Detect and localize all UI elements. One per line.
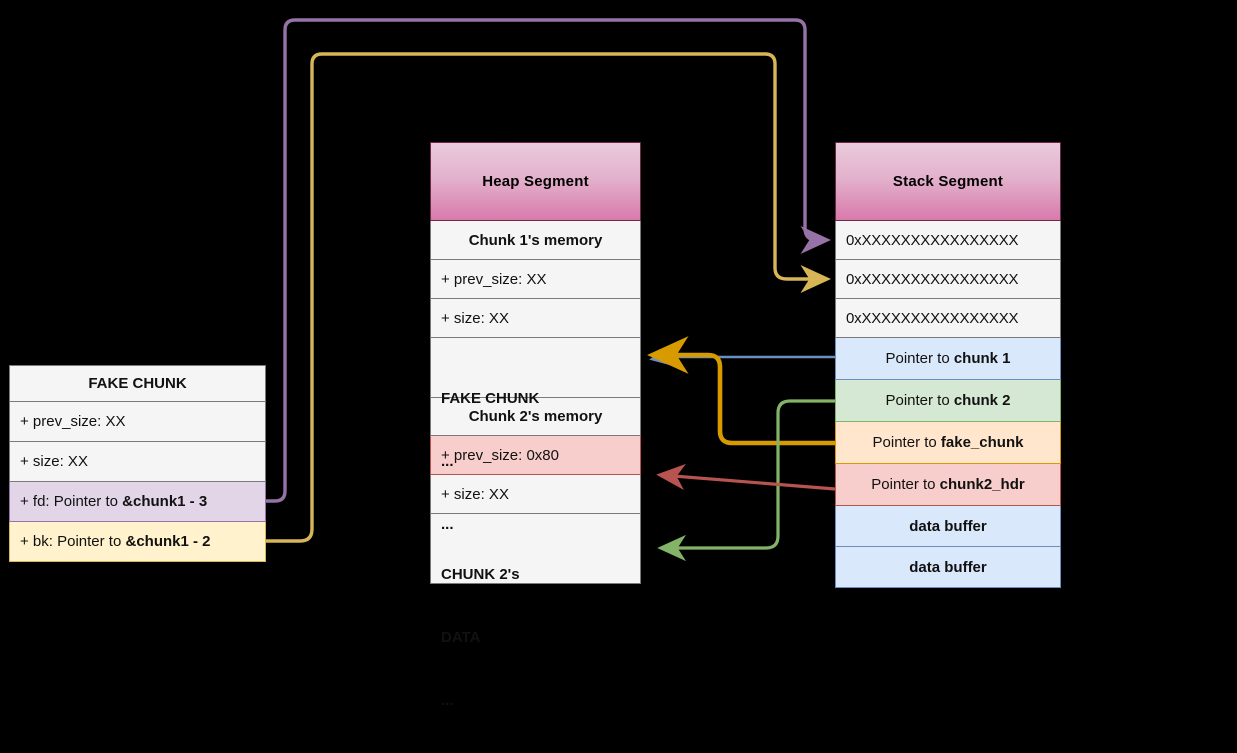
wire-chunk2hdr-ptr-to-heap-prev-size <box>656 463 837 491</box>
fake-chunk-row-fd-target: &chunk1 - 3 <box>122 493 208 510</box>
fake-chunk-row-bk: + bk: Pointer to &chunk1 - 2 <box>9 522 266 562</box>
stack-row-address-2: 0xXXXXXXXXXXXXXXXX <box>835 260 1061 299</box>
stack-row-pointer-to-chunk-1-target: chunk 1 <box>953 350 1011 367</box>
wire-chunk1-ptr-to-heap-fake-chunk <box>649 345 837 367</box>
heap-row-chunk1-size: + size: XX <box>430 299 641 338</box>
heap-row-chunk1-memory: Chunk 1's memory <box>430 221 641 260</box>
stack-row-data-buffer-1: data buffer <box>835 506 1061 547</box>
heap-row-chunk2-data: CHUNK 2's DATA ... <box>430 514 641 709</box>
stack-row-pointer-to-chunk2-hdr-target: chunk2_hdr <box>939 476 1025 493</box>
heap-row-fake-chunk-line-1: FAKE CHUNK <box>441 390 540 407</box>
fake-chunk-row-fd-prefix: + fd: Pointer to <box>20 493 123 510</box>
fake-chunk-title: FAKE CHUNK <box>9 365 266 402</box>
fake-chunk-row-bk-prefix: + bk: Pointer to <box>20 533 126 550</box>
stack-row-pointer-to-chunk-1-prefix: Pointer to <box>885 350 954 367</box>
stack-segment-box: Stack Segment 0xXXXXXXXXXXXXXXXX 0xXXXXX… <box>835 142 1061 588</box>
heap-segment-title: Heap Segment <box>430 142 641 221</box>
stack-row-address-1: 0xXXXXXXXXXXXXXXXX <box>835 221 1061 260</box>
wire-fake-chunk-ptr-to-heap-fake-chunk <box>647 336 838 446</box>
heap-row-chunk1-prev-size: + prev_size: XX <box>430 260 641 299</box>
stack-row-address-3: 0xXXXXXXXXXXXXXXXX <box>835 299 1061 338</box>
fake-chunk-box: FAKE CHUNK + prev_size: XX + size: XX + … <box>9 365 266 562</box>
heap-row-chunk2-data-line-1: CHUNK 2's <box>441 566 520 583</box>
heap-row-chunk2-memory: Chunk 2's memory <box>430 398 641 436</box>
stack-row-pointer-to-fake-chunk-target: fake_chunk <box>940 434 1024 451</box>
heap-segment-box: Heap Segment Chunk 1's memory + prev_siz… <box>430 142 641 709</box>
stack-row-pointer-to-fake-chunk-prefix: Pointer to <box>872 434 941 451</box>
stack-row-pointer-to-chunk2-hdr-prefix: Pointer to <box>871 476 940 493</box>
heap-row-chunk2-size: + size: XX <box>430 475 641 514</box>
stack-row-data-buffer-2: data buffer <box>835 547 1061 588</box>
fake-chunk-row-size: + size: XX <box>9 442 266 482</box>
fake-chunk-row-fd: + fd: Pointer to &chunk1 - 3 <box>9 482 266 522</box>
stack-segment-title: Stack Segment <box>835 142 1061 221</box>
wire-chunk2-ptr-to-heap-chunk2-data <box>657 399 837 562</box>
stack-row-pointer-to-chunk-1: Pointer to chunk 1 <box>835 338 1061 380</box>
heap-row-chunk2-data-line-2: DATA <box>441 629 481 646</box>
heap-row-fake-chunk: FAKE CHUNK ... ... <box>430 338 641 533</box>
heap-row-chunk2-prev-size: + prev_size: 0x80 <box>430 436 641 475</box>
stack-row-pointer-to-chunk-2: Pointer to chunk 2 <box>835 380 1061 422</box>
fake-chunk-row-prev-size: + prev_size: XX <box>9 402 266 442</box>
heap-row-fake-chunk-line-3: ... <box>441 516 454 533</box>
stack-row-pointer-to-chunk2-hdr: Pointer to chunk2_hdr <box>835 464 1061 506</box>
stack-row-pointer-to-chunk-2-target: chunk 2 <box>953 392 1011 409</box>
heap-row-chunk2-data-line-3: ... <box>441 692 454 709</box>
diagram-canvas: FAKE CHUNK + prev_size: XX + size: XX + … <box>9 18 1061 709</box>
stack-row-pointer-to-fake-chunk: Pointer to fake_chunk <box>835 422 1061 464</box>
fake-chunk-row-bk-target: &chunk1 - 2 <box>125 533 211 550</box>
stack-row-pointer-to-chunk-2-prefix: Pointer to <box>885 392 954 409</box>
